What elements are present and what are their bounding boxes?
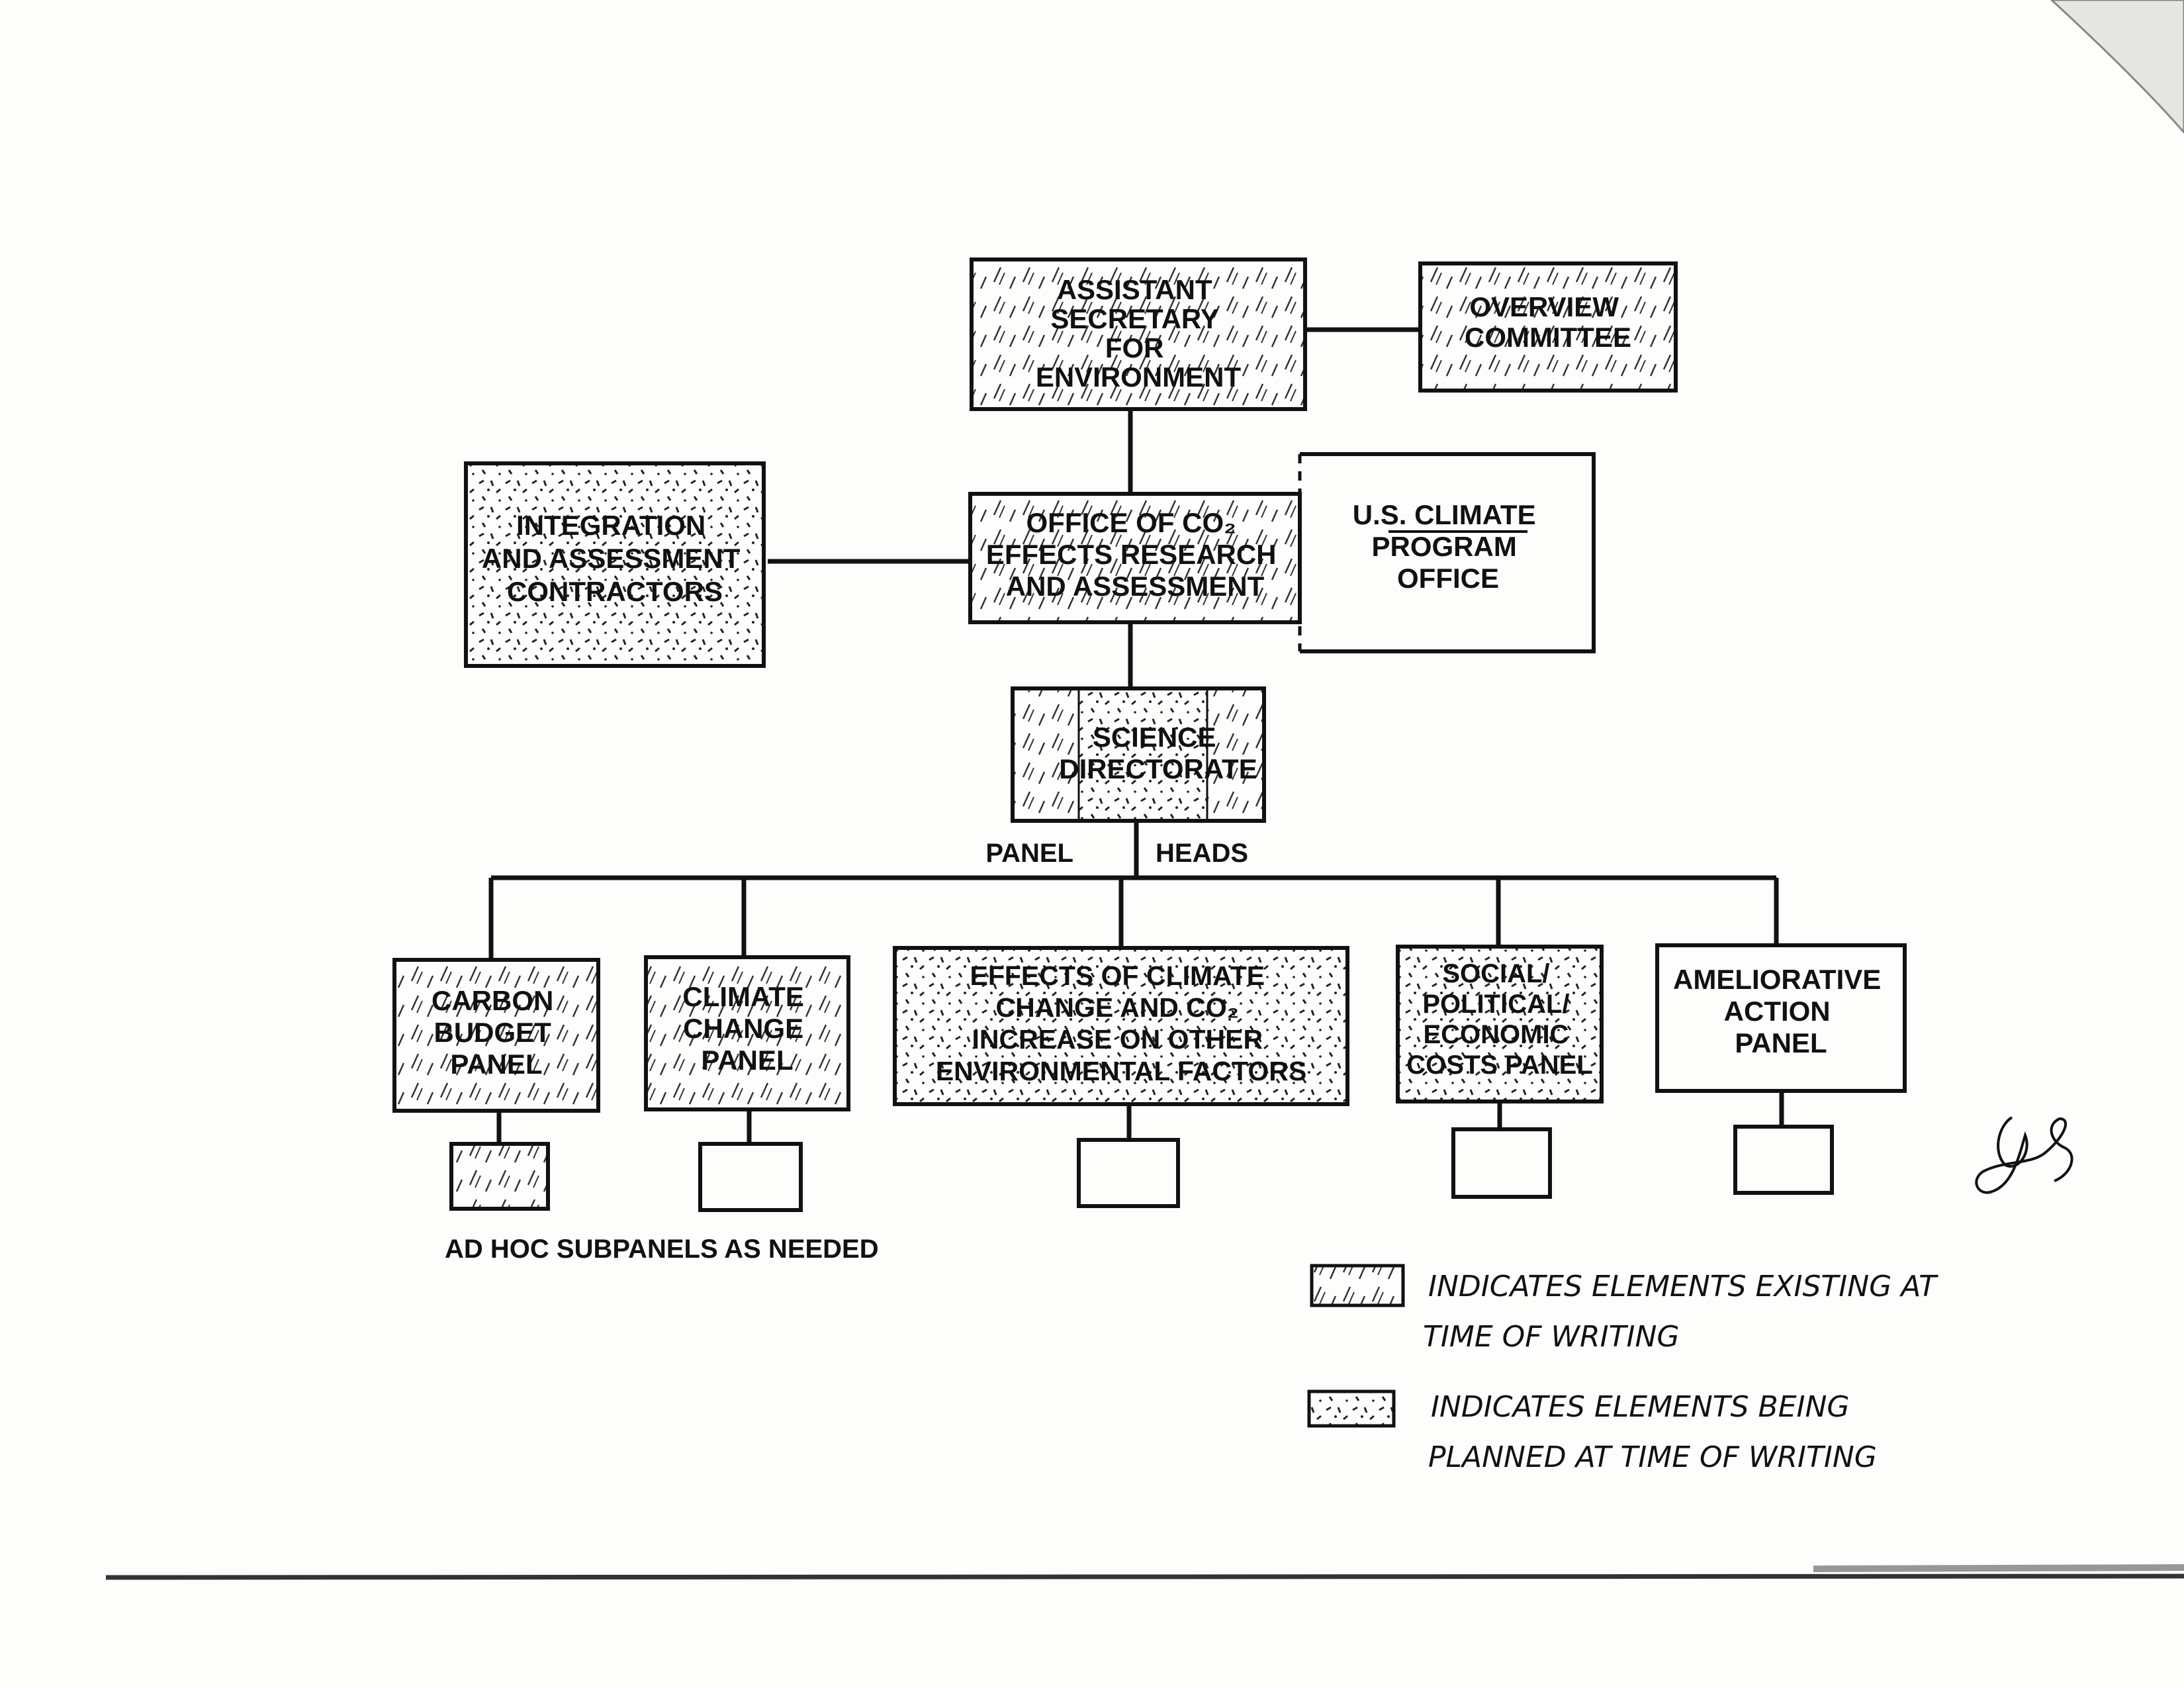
legend-swatch-existing (1310, 1264, 1405, 1307)
legend-existing-line-2: TIME OF WRITING (1423, 1320, 1679, 1354)
effects-line-4: ENVIRONMENTAL FACTORS (936, 1056, 1306, 1086)
integration-contractors-box: INTEGRATION AND ASSESSMENT CONTRACTORS (464, 461, 766, 668)
office-co2-box: OFFICE OF CO₂ EFFECTS RESEARCH AND ASSES… (968, 492, 1302, 624)
us-climate-program-box: U.S. CLIMATE PROGRAM OFFICE (1298, 452, 1596, 653)
subpanel-box-social (1451, 1127, 1552, 1199)
social-political-economic-box: SOCIAL/ POLITICAL/ ECONOMIC COSTS PANEL (1396, 945, 1604, 1103)
climate-change-line-3: PANEL (701, 1045, 793, 1076)
legend: INDICATES ELEMENTS EXISTING AT TIME OF W… (1307, 1264, 1946, 1474)
svg-text:EFFECTS OF CLIMATE CHANG: EFFECTS OF CLIMATE CHANGE AND CO₂ INCREA… (936, 961, 1306, 1086)
svg-text:AMELIORATIVE ACTION: AMELIORATIVE ACTION PANEL (1673, 964, 1889, 1058)
carbon-budget-line-1: CARBON (432, 985, 553, 1016)
office-co2-line-1: OFFICE OF CO₂ (1026, 507, 1236, 538)
assistant-secretary-line-2: SECRETARY (1050, 303, 1218, 334)
legend-existing-line-1: INDICATES ELEMENTS EXISTING AT (1428, 1270, 1938, 1303)
assistant-secretary-line-3: FOR (1105, 332, 1164, 363)
folded-corner (2050, 0, 2184, 134)
science-directorate-line-1: SCIENCE (1093, 722, 1216, 753)
integration-line-3: CONTRACTORS (507, 576, 723, 607)
climate-change-line-2: CHANGE (683, 1013, 803, 1044)
handwritten-initials (1975, 1116, 2073, 1194)
heads-label: HEADS (1156, 839, 1248, 868)
social-line-2: POLITICAL/ (1422, 990, 1569, 1019)
office-co2-line-3: AND ASSESSMENT (1006, 571, 1265, 602)
carbon-budget-panel-box: CARBON BUDGET PANEL (392, 958, 600, 1113)
legend-planned-line-2: PLANNED AT TIME OF WRITING (1428, 1440, 1877, 1474)
svg-text:SOCIAL/ POLITICAL/: SOCIAL/ POLITICAL/ ECONOMIC COSTS PANEL (1406, 959, 1593, 1080)
svg-text:INDICATES ELEMENTS EXISTING: INDICATES ELEMENTS EXISTING AT TIME OF W… (1423, 1270, 1946, 1354)
ameliorative-line-1: AMELIORATIVE (1673, 964, 1881, 995)
us-climate-line-2: PROGRAM (1371, 531, 1516, 562)
legend-planned-line-1: INDICATES ELEMENTS BEING (1431, 1390, 1850, 1424)
integration-line-1: INTEGRATION (516, 510, 705, 541)
svg-text:SCIENCE DIRECTORATE: SCIENCE DIRECTORATE (1059, 722, 1257, 784)
svg-text:INTEGRATION AND ASSESSME: INTEGRATION AND ASSESSMENT CONTRACTORS (482, 510, 748, 607)
overview-committee-line-1: OVERVIEW (1469, 291, 1619, 322)
effects-line-1: EFFECTS OF CLIMATE (970, 961, 1265, 991)
climate-change-panel-box: CLIMATE CHANGE PANEL (644, 955, 850, 1111)
svg-text:CLIMATE CHANGE PAN: CLIMATE CHANGE PANEL (682, 981, 811, 1076)
science-directorate-line-2: DIRECTORATE (1059, 753, 1257, 784)
social-line-3: ECONOMIC (1423, 1020, 1569, 1049)
effects-line-3: INCREASE ON OTHER (972, 1024, 1263, 1055)
effects-of-climate-box: EFFECTS OF CLIMATE CHANGE AND CO₂ INCREA… (893, 946, 1349, 1106)
overview-committee-line-2: COMMITTEE (1465, 322, 1631, 353)
svg-text:U.S. CLIMATE PROGRAM: U.S. CLIMATE PROGRAM OFFICE (1353, 499, 1544, 594)
social-line-4: COSTS PANEL (1406, 1051, 1593, 1080)
climate-change-line-1: CLIMATE (682, 981, 804, 1012)
subpanel-box-ameliorative (1733, 1125, 1834, 1195)
svg-text:INDICATES ELEMENTS BEING: INDICATES ELEMENTS BEING PLANNED AT TIME… (1428, 1390, 1877, 1474)
science-directorate-box: SCIENCE DIRECTORATE (1011, 686, 1266, 823)
social-line-1: SOCIAL/ (1442, 959, 1549, 988)
us-climate-line-3: OFFICE (1397, 563, 1499, 594)
subpanel-box-climate (698, 1142, 803, 1212)
svg-text:OFFICE OF CO₂ EFFECTS RE: OFFICE OF CO₂ EFFECTS RESEARCH AND ASSES… (986, 507, 1284, 602)
svg-text:OVERVIEW COMMITTEE: OVERVIEW COMMITTEE (1465, 291, 1631, 353)
ad-hoc-subpanels-label: AD HOC SUBPANELS AS NEEDED (445, 1235, 879, 1264)
integration-line-2: AND ASSESSMENT (482, 543, 741, 574)
ameliorative-action-panel-box: AMELIORATIVE ACTION PANEL (1655, 943, 1907, 1093)
page-bottom-edge (105, 1573, 2184, 1580)
legend-swatch-planned (1307, 1389, 1396, 1428)
assistant-secretary-box: ASSISTANT SECRETARY FOR ENVIRONMENT (970, 258, 1307, 411)
assistant-secretary-line-1: ASSISTANT (1057, 274, 1212, 305)
ameliorative-line-3: PANEL (1735, 1027, 1827, 1058)
subpanel-box-carbon (449, 1142, 550, 1211)
carbon-budget-line-3: PANEL (450, 1049, 542, 1080)
svg-text:ASSISTANT SECRETARY: ASSISTANT SECRETARY FOR ENVIRONMENT (1036, 274, 1242, 393)
svg-text:CARBON BUDGET PANE: CARBON BUDGET PANEL (432, 985, 561, 1080)
connectors (488, 327, 1784, 1144)
us-climate-line-1: U.S. CLIMATE (1353, 499, 1536, 530)
assistant-secretary-line-4: ENVIRONMENT (1036, 361, 1242, 393)
ameliorative-line-2: ACTION (1724, 996, 1831, 1027)
effects-line-2: CHANGE AND CO₂ (996, 992, 1239, 1023)
overview-committee-box: OVERVIEW COMMITTEE (1418, 261, 1678, 393)
office-co2-line-2: EFFECTS RESEARCH (986, 539, 1277, 570)
panel-label: PANEL (985, 839, 1073, 868)
subpanel-box-effects (1077, 1138, 1180, 1208)
carbon-budget-line-2: BUDGET (433, 1017, 551, 1048)
